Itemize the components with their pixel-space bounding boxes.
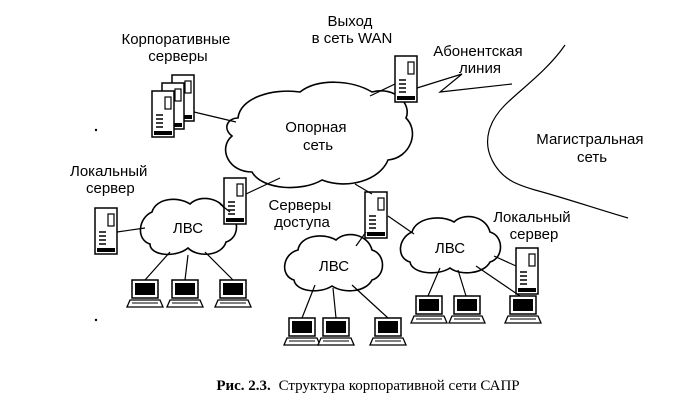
pc-icon: [504, 295, 542, 324]
backbone-cloud: [224, 81, 414, 189]
local-server-right-icon: [515, 247, 539, 295]
caption-number: Рис. 2.3.: [216, 378, 271, 394]
pc-icon: [448, 295, 486, 324]
lan-right-label: ЛВС: [435, 240, 465, 257]
pc-icon: [410, 295, 448, 324]
trunk-network-boundary: [486, 44, 629, 219]
local-server-right-label: Локальный сервер: [493, 209, 575, 243]
wan-server-icon: [394, 55, 418, 103]
pc-icon: [166, 279, 204, 308]
subscriber-line-label: Абонентская линия: [433, 43, 527, 77]
backbone-label: Опорная сеть: [285, 119, 350, 154]
scan-dot: [94, 128, 98, 132]
scan-dot: [94, 318, 98, 322]
pc-icon: [283, 317, 321, 346]
lan-center-label: ЛВС: [319, 258, 349, 275]
pc-icon: [214, 279, 252, 308]
figure-caption: Рис. 2.3. Структура корпоративной сети С…: [216, 378, 519, 394]
lan-cloud-left: [139, 197, 238, 256]
access-servers-label: Серверы доступа: [269, 197, 336, 231]
local-server-left-label: Локальный сервер: [70, 163, 152, 197]
caption-text: Структура корпоративной сети САПР: [279, 378, 520, 394]
lan-cloud-center: [283, 233, 384, 292]
local-server-left-icon: [94, 207, 118, 255]
access-server-icon: [364, 191, 388, 239]
pc-icon: [126, 279, 164, 308]
corporate-server-icon: [151, 90, 175, 138]
pc-icon: [369, 317, 407, 346]
corporate-servers-label: Корпоративные серверы: [121, 31, 234, 65]
trunk-network-label: Магистральная сеть: [536, 131, 647, 166]
wan-exit-label: Выход в сеть WAN: [312, 13, 393, 47]
lan-cloud-right: [399, 215, 502, 274]
lan-left-label: ЛВС: [173, 220, 203, 237]
subscriber-line: [416, 73, 513, 93]
pc-icon: [317, 317, 355, 346]
lan-server-left-icon: [223, 177, 247, 225]
